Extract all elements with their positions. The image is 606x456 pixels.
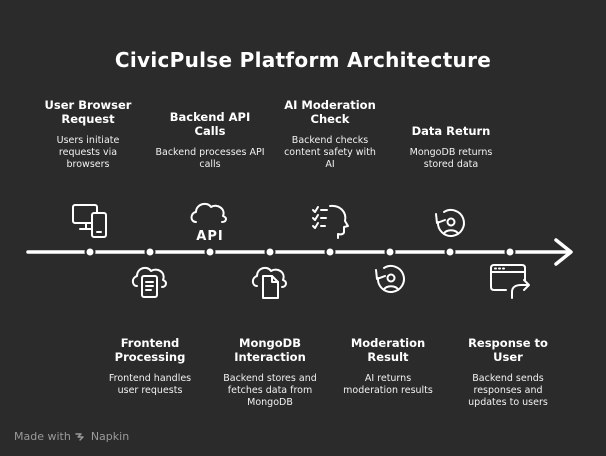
step-marker <box>444 246 456 258</box>
step-title: MongoDB Interaction <box>234 336 306 364</box>
step-marker <box>204 246 216 258</box>
step-data-return: Data Return MongoDB returns stored data <box>398 124 504 171</box>
diagram-title: CivicPulse Platform Architecture <box>114 48 492 72</box>
step-title: Backend API Calls <box>169 110 251 138</box>
step-title: User Browser Request <box>44 98 132 126</box>
step-frontend-processing: Frontend Processing Frontend handles use… <box>100 336 200 397</box>
ai-checklist-head-icon <box>312 204 349 239</box>
napkin-brand-text: Napkin <box>90 430 130 443</box>
cloud-api-icon: API <box>190 202 227 244</box>
step-description: Backend sends responses and updates to u… <box>468 373 548 408</box>
step-title: Response to User <box>468 336 548 364</box>
step-response-to-user: Response to User Backend sends responses… <box>458 336 558 409</box>
footer-attribution: Made with Napkin <box>14 430 129 443</box>
step-marker <box>384 246 396 258</box>
cloud-document-icon <box>131 266 167 298</box>
step-moderation-result: Moderation Result AI returns moderation … <box>338 336 438 397</box>
step-description: Backend stores and fetches data from Mon… <box>223 373 317 408</box>
step-description: Backend processes API calls <box>155 147 265 170</box>
step-description: Frontend handles user requests <box>108 373 192 396</box>
step-backend-api-calls: Backend API Calls Backend processes API … <box>155 110 265 171</box>
napkin-logo-icon <box>75 432 84 441</box>
step-title: Frontend Processing <box>114 336 186 364</box>
step-marker <box>264 246 276 258</box>
step-description: Backend checks content safety with AI <box>284 135 376 170</box>
timeline-arrowhead <box>554 238 573 266</box>
step-description: MongoDB returns stored data <box>409 147 493 170</box>
step-title: AI Moderation Check <box>284 98 376 126</box>
cloud-file-icon <box>251 266 287 299</box>
made-with-text: Made with <box>14 430 71 443</box>
desktop-mobile-icon <box>72 204 107 238</box>
step-marker <box>324 246 336 258</box>
step-marker <box>144 246 156 258</box>
step-title: Data Return <box>411 124 491 138</box>
step-marker <box>84 246 96 258</box>
step-title: Moderation Result <box>350 336 426 364</box>
step-description: Users initiate requests via browsers <box>56 135 120 170</box>
user-refresh-icon <box>375 265 405 293</box>
step-ai-moderation-check: AI Moderation Check Backend checks conte… <box>280 98 380 171</box>
step-user-browser-request: User Browser Request Users initiate requ… <box>38 98 138 171</box>
api-icon-label: API <box>196 229 223 244</box>
step-markers <box>84 246 516 258</box>
step-mongodb-interaction: MongoDB Interaction Backend stores and f… <box>220 336 320 409</box>
window-export-icon <box>490 264 530 299</box>
step-description: AI returns moderation results <box>343 373 433 396</box>
user-history-icon <box>435 209 465 237</box>
step-marker <box>504 246 516 258</box>
